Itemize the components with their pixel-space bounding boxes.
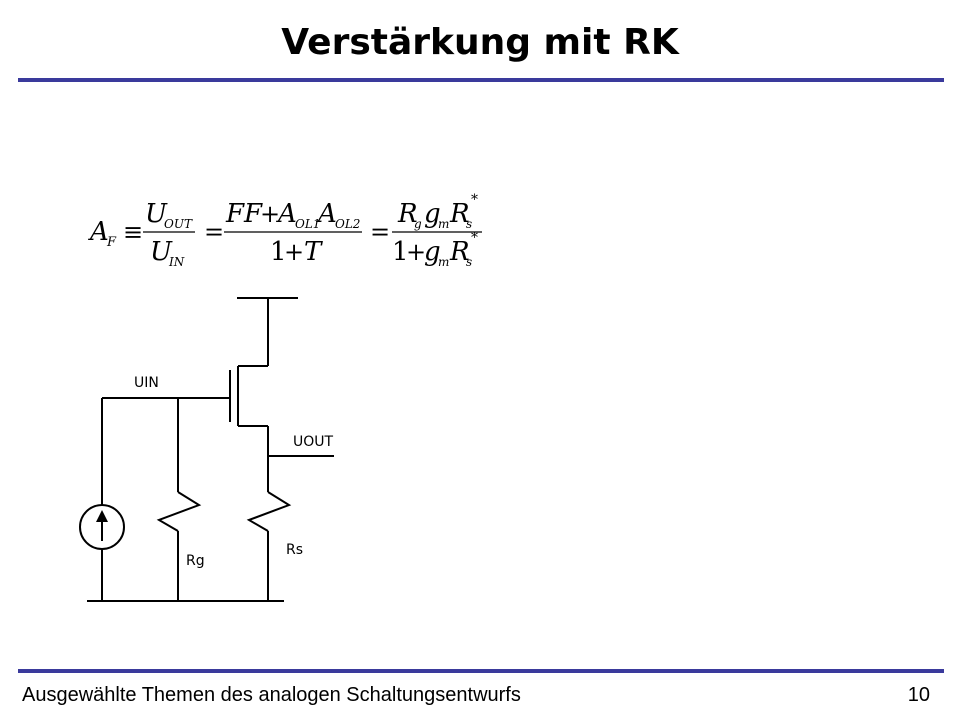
svg-text:≡: ≡ [123,218,143,246]
circuit-schematic [79,297,334,602]
svg-text:R: R [449,199,470,229]
svg-text:g: g [424,237,441,267]
svg-text:g: g [414,217,422,231]
svg-text:s: s [466,255,472,269]
svg-text:A: A [88,217,109,247]
svg-text:T: T [304,237,323,267]
slide-title: Verstärkung mit RK [281,22,679,63]
svg-text:*: * [471,192,478,208]
svg-text:g: g [424,199,441,229]
svg-text:OL2: OL2 [335,217,360,231]
svg-text:m: m [438,217,449,231]
title-divider [18,78,944,82]
label-rs: Rs [286,542,303,558]
svg-text:+: + [406,238,426,266]
svg-text:IN: IN [168,255,185,269]
svg-text:=: = [370,218,390,246]
svg-text:R: R [449,237,470,267]
svg-text:F: F [106,235,117,250]
svg-text:A: A [316,199,337,229]
svg-text:+: + [284,238,304,266]
svg-text:+: + [260,200,280,228]
svg-text:1: 1 [270,237,287,267]
svg-text:=: = [204,218,224,246]
svg-text:OUT: OUT [164,217,193,231]
svg-text:FF: FF [225,199,263,229]
rg-resistor [156,491,202,532]
page-number: 10 [907,684,930,706]
svg-text:s: s [466,217,472,231]
footer-text: Ausgewählte Themen des analogen Schaltun… [22,684,521,706]
gain-equation: A F ≡ U OUT U IN = FF + A OL1 A OL2 1 + … [88,192,482,269]
label-uout: UOUT [293,434,334,450]
svg-text:*: * [471,230,478,246]
svg-text:U: U [150,237,173,267]
svg-text:OL1: OL1 [295,217,320,231]
label-rg: Rg [186,553,205,569]
svg-text:m: m [438,255,449,269]
svg-text:U: U [145,199,168,229]
svg-text:R: R [397,199,418,229]
footer-divider [18,669,944,673]
rs-resistor [246,491,292,532]
current-source-arrow-icon [96,510,108,522]
svg-text:1: 1 [392,237,409,267]
label-uin: UIN [134,375,159,391]
svg-text:A: A [276,199,297,229]
